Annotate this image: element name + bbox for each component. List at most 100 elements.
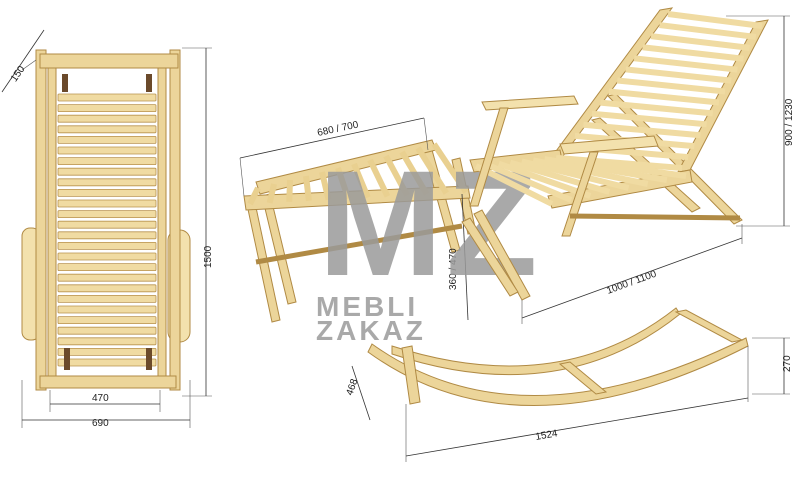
chair-seat-slat [520,158,630,191]
dim-chair-height: 900 / 1230 [784,98,795,146]
watermark-line2: ZAKAZ [316,315,426,346]
rocker-cross-3 [674,309,744,343]
chair-back-slat [650,33,751,51]
outer-left-rail [35,49,47,391]
watermark-line1: MEBLI [316,291,418,322]
bottom-strap-right [146,348,152,370]
top-view-slats [57,93,157,367]
top-slat [57,135,157,144]
top-slat [57,326,157,335]
footrest-slat [286,179,293,202]
top-slat [57,104,157,112]
chair-slats [474,11,763,207]
footrest-slat [351,162,371,199]
chair-back-slat [600,99,714,117]
chair-bottom-rail [569,213,741,221]
top-slat [57,199,157,208]
chair-front-leg [473,209,531,301]
footrest-stool [243,139,477,323]
chair-back-slat [642,44,744,62]
top-slat [57,347,157,356]
rocker-cross-1 [401,345,421,405]
top-slat [57,210,157,219]
top-slat [57,316,157,325]
foot-board [39,375,177,389]
rocker-runner-back [391,307,681,376]
footrest-slat [266,183,277,204]
top-slat [57,273,157,282]
chair-back-slat [591,110,707,128]
chair-back-slat [659,22,757,40]
footrest-cross-rail [255,223,463,265]
top-slat [57,231,157,240]
chair-rear-leg [607,93,743,225]
top-strap-left [62,74,68,92]
dim-rocker-length: 1524 [535,428,559,443]
chair-back-slat [616,77,726,95]
chair-back-slat [608,88,720,106]
inner-right-rail [157,57,167,389]
top-slat [57,337,157,346]
lounge-chair [461,7,769,301]
top-view-lounger [21,49,191,391]
top-slat [57,294,157,303]
footrest-slat [367,158,391,198]
head-board [39,53,179,69]
top-slat [57,146,157,155]
chair-seat-slat [555,155,687,179]
top-slat [57,252,157,261]
footrest-slat [303,175,312,202]
footrest-slat [431,142,469,194]
top-slat [57,157,157,166]
chair-arm-support-left [469,107,509,207]
chair-armrest-left [481,95,579,111]
chair-seat-slat [544,156,668,183]
bottom-strap-left [64,348,70,370]
footrest-frame-near [243,185,471,211]
inner-left-rail [47,57,57,389]
chair-back-slat [633,55,738,73]
top-slat [57,178,157,187]
dim-outer-width-690: 690 [92,418,109,429]
dim-inner-width-470: 470 [92,393,109,404]
outer-right-rail [169,49,181,391]
rocker-runners [367,307,749,407]
footrest-slat [335,167,352,200]
chair-back-slat [583,121,701,139]
top-slat [57,220,157,229]
dim-chair-length: 1000 / 1100 [605,269,658,297]
dim-footrest-length: 680 / 700 [316,119,360,139]
top-strap-right [146,74,152,92]
footrest-slat [399,150,430,196]
dim-angle-150: 150 [9,64,28,84]
footrest-slat [383,154,410,197]
top-slat [57,358,157,367]
dim-rocker-right-height: 270 [782,355,793,372]
top-slat [57,284,157,293]
top-slat [57,188,157,197]
chair-seat-slat [497,160,592,199]
chair-back-slat [667,11,763,29]
footrest-slats [247,142,469,206]
top-slat [57,305,157,314]
top-slat [57,125,157,134]
chair-front-leg-2 [461,217,519,297]
top-slat [57,114,157,123]
top-slat [57,167,157,176]
rocker-cross-2 [558,361,608,395]
footrest-slat [319,171,332,201]
rocker-runner-front [367,337,749,407]
top-slat [57,263,157,272]
top-slat [57,93,157,102]
top-slat [57,241,157,250]
chair-seat-slat [486,162,573,203]
footrest-slat [415,146,449,195]
dim-height-1500: 1500 [203,245,214,268]
dim-rocker-left-height: 468 [344,377,360,397]
chair-armrest-right [559,135,659,155]
dim-footrest-height: 360 / 470 [448,248,459,290]
footrest-slat [247,186,261,206]
chair-seat-slat [509,159,611,195]
chair-back-slat [625,66,732,84]
